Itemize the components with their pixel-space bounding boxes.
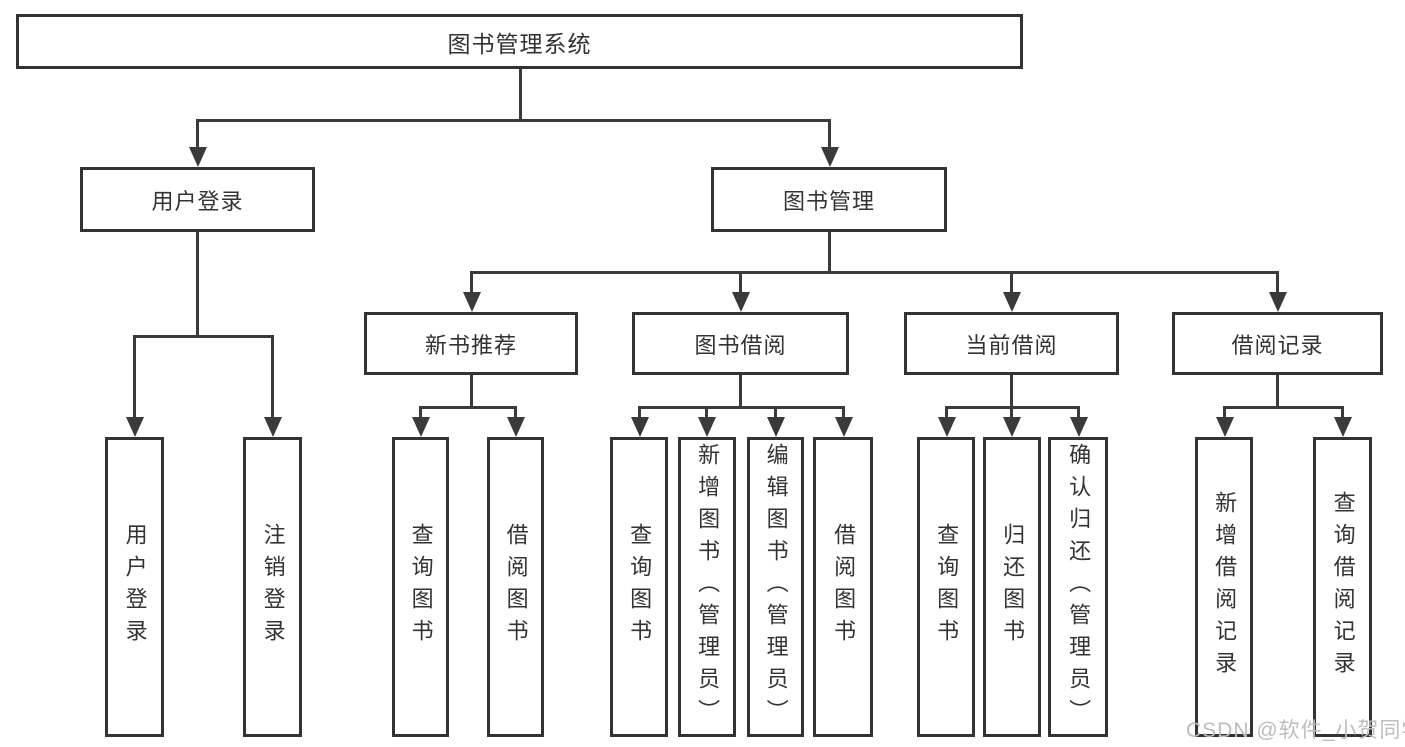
node-book-management-label: 图书管理	[782, 188, 875, 214]
connector-drop-borrow-records	[1276, 271, 1279, 294]
connector-drop-leaf-5	[705, 406, 708, 419]
arrowhead-leaf-0	[126, 417, 144, 437]
connector-drop-leaf-1	[271, 335, 274, 419]
arrowhead-leaf-9	[1003, 417, 1021, 437]
node-book-borrowing-label: 图书借阅	[694, 332, 787, 358]
arrowhead-user-login	[189, 147, 207, 167]
leaf-edit-books-admin-label: 编辑图书（管理员）	[763, 443, 789, 731]
connector-currentborrow-trunk	[1010, 375, 1013, 408]
arrowhead-leaf-2	[412, 417, 430, 437]
node-new-book-recommend: 新书推荐	[364, 312, 578, 375]
connector-borrowrecord-spread	[1223, 406, 1344, 409]
connector-drop-leaf-3	[514, 406, 517, 419]
connector-userlogin-trunk	[196, 232, 199, 338]
arrowhead-new-books	[463, 292, 481, 312]
connector-drop-leaf-9	[1010, 406, 1013, 419]
node-borrowing-records-label: 借阅记录	[1231, 332, 1324, 358]
node-book-management: 图书管理	[711, 167, 947, 232]
node-user-login: 用户登录	[80, 167, 315, 232]
connector-drop-leaf-2	[419, 406, 422, 419]
connector-drop-leaf-8	[945, 406, 948, 419]
leaf-query-books-3: 查询图书	[917, 437, 975, 737]
connector-bookborrow-spread	[638, 406, 845, 409]
leaf-logout: 注销登录	[243, 437, 302, 737]
connector-drop-leaf-12	[1341, 406, 1344, 419]
arrowhead-book-borrow	[732, 292, 750, 312]
node-new-book-recommend-label: 新书推荐	[424, 332, 517, 358]
leaf-user-login: 用户登录	[105, 437, 164, 737]
connector-bookborrow-trunk	[739, 375, 742, 408]
leaf-confirm-return-admin: 确认归还（管理员）	[1048, 437, 1108, 737]
leaf-return-books: 归还图书	[983, 437, 1041, 737]
leaf-borrow-books-1: 借阅图书	[487, 437, 544, 737]
arrowhead-leaf-4	[631, 417, 649, 437]
leaf-confirm-return-admin-label: 确认归还（管理员）	[1066, 443, 1092, 731]
connector-drop-leaf-11	[1223, 406, 1226, 419]
leaf-borrow-books-1-label: 借阅图书	[503, 523, 529, 651]
arrowhead-book-mgmt	[821, 147, 839, 167]
connector-drop-leaf-10	[1077, 406, 1080, 419]
connector-drop-leaf-0	[133, 335, 136, 419]
arrowhead-leaf-11	[1216, 417, 1234, 437]
node-user-login-label: 用户登录	[151, 188, 244, 214]
connector-drop-user-login	[196, 119, 199, 149]
arrowhead-leaf-3	[507, 417, 525, 437]
leaf-query-books-1-label: 查询图书	[408, 523, 434, 651]
connector-l2-spread	[470, 271, 1279, 274]
arrowhead-leaf-5	[698, 417, 716, 437]
csdn-watermark: CSDN @软件_小贺同学	[1186, 719, 1405, 742]
connector-drop-leaf-7	[842, 406, 845, 419]
connector-drop-leaf-6	[774, 406, 777, 419]
leaf-add-borrow-record-label: 新增借阅记录	[1212, 491, 1238, 683]
arrowhead-leaf-12	[1334, 417, 1352, 437]
leaf-return-books-label: 归还图书	[1000, 523, 1026, 651]
leaf-query-books-1: 查询图书	[392, 437, 449, 737]
connector-userlogin-spread	[133, 335, 274, 338]
connector-drop-book-borrow	[739, 271, 742, 294]
connector-newbook-trunk	[470, 375, 473, 408]
arrowhead-leaf-7	[835, 417, 853, 437]
leaf-borrow-books-2-label: 借阅图书	[831, 523, 857, 651]
connector-root-trunk	[519, 69, 522, 121]
connector-drop-book-mgmt	[828, 119, 831, 149]
node-root-label: 图书管理系统	[447, 30, 592, 57]
connector-l1-spread	[196, 119, 831, 122]
connector-drop-leaf-4	[638, 406, 641, 419]
arrowhead-leaf-1	[264, 417, 282, 437]
node-book-borrowing: 图书借阅	[632, 312, 849, 375]
leaf-query-borrow-record: 查询借阅记录	[1313, 437, 1372, 737]
leaf-borrow-books-2: 借阅图书	[813, 437, 873, 737]
arrowhead-current-borrow	[1003, 292, 1021, 312]
leaf-query-books-2: 查询图书	[610, 437, 668, 737]
leaf-query-borrow-record-label: 查询借阅记录	[1330, 491, 1356, 683]
connector-newbook-spread	[419, 406, 517, 409]
node-root-system: 图书管理系统	[16, 14, 1023, 69]
leaf-add-borrow-record: 新增借阅记录	[1195, 437, 1253, 737]
arrowhead-leaf-6	[767, 417, 785, 437]
leaf-logout-label: 注销登录	[260, 523, 286, 651]
leaf-query-books-3-label: 查询图书	[934, 523, 960, 651]
connector-borrowrecord-trunk	[1276, 375, 1279, 408]
connector-bookmgmt-trunk	[828, 232, 831, 274]
arrowhead-leaf-10	[1070, 417, 1088, 437]
connector-drop-new-books	[470, 271, 473, 294]
node-current-borrowing-label: 当前借阅	[965, 332, 1058, 358]
node-current-borrowing: 当前借阅	[904, 312, 1119, 375]
arrowhead-leaf-8	[938, 417, 956, 437]
leaf-edit-books-admin: 编辑图书（管理员）	[747, 437, 804, 737]
node-borrowing-records: 借阅记录	[1172, 312, 1383, 375]
connector-drop-current-borrow	[1010, 271, 1013, 294]
leaf-query-books-2-label: 查询图书	[627, 523, 653, 651]
leaf-add-books-admin: 新增图书（管理员）	[678, 437, 736, 737]
arrowhead-borrow-records	[1269, 292, 1287, 312]
leaf-user-login-label: 用户登录	[122, 523, 148, 651]
leaf-add-books-admin-label: 新增图书（管理员）	[695, 443, 721, 731]
